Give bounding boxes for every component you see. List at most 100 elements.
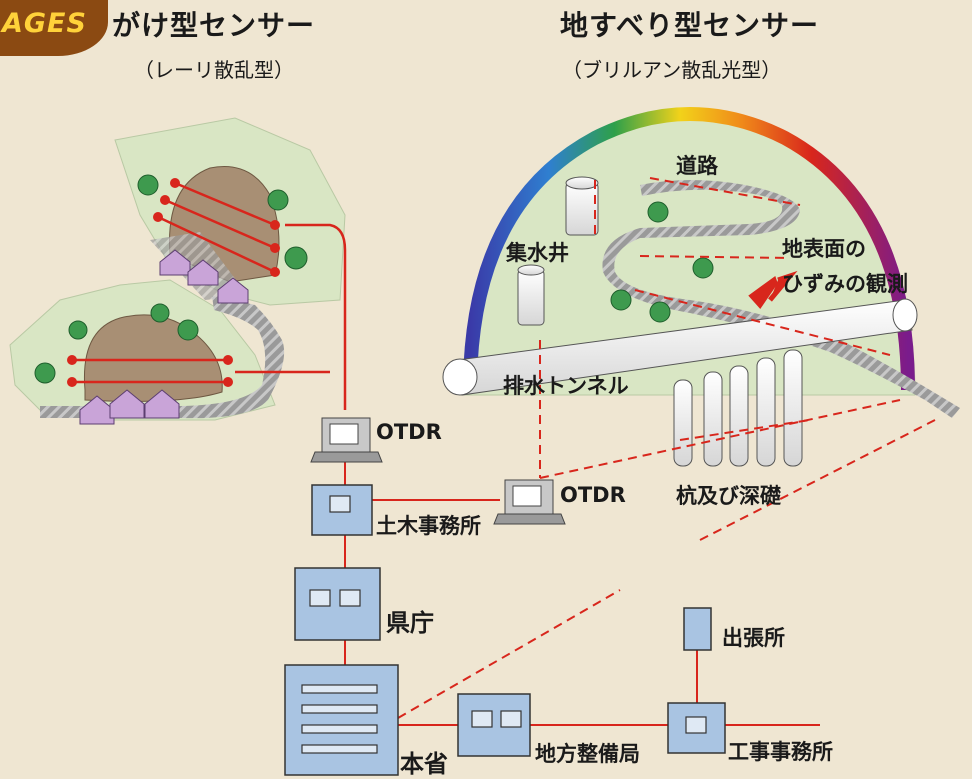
spectrum-arc: [463, 107, 915, 391]
office-windows: [301, 495, 707, 754]
sensor-points: [67, 178, 280, 387]
well: [565, 182, 599, 236]
right-panel-title: 地すべり型センサー: [560, 9, 820, 42]
otdr-right-label: OTDR: [560, 483, 626, 507]
tree: [177, 319, 199, 341]
sensor-point: [223, 377, 233, 387]
landslide-dome: [397, 107, 960, 719]
tree: [647, 201, 669, 223]
tunnel-mouth: [442, 358, 478, 396]
fiber-dashed: [539, 399, 901, 479]
window: [301, 744, 378, 754]
well: [517, 269, 545, 326]
ground-label-line2: ひずみの観測: [782, 272, 908, 296]
left-panel-subtitle: （レーリ散乱型）: [134, 58, 294, 82]
piles-label: 杭及び深礎: [676, 484, 781, 508]
window: [329, 495, 351, 513]
tree: [610, 289, 632, 311]
ministry-box: [284, 664, 399, 776]
pile: [783, 349, 803, 467]
sensor-point: [270, 267, 280, 277]
pile: [703, 371, 723, 467]
wells: [517, 176, 599, 326]
tree: [692, 257, 714, 279]
branch-box: [683, 607, 712, 651]
logo: AGES: [0, 0, 108, 56]
window: [301, 684, 378, 694]
fiber-line: [164, 198, 276, 250]
trees-right: [610, 201, 714, 323]
tree: [150, 303, 170, 323]
pile: [673, 379, 693, 467]
pile: [729, 365, 749, 467]
well-top: [517, 264, 545, 276]
cliff-landscape: [9, 117, 347, 425]
prefecture-label: 県庁: [386, 609, 434, 637]
dome-road: [602, 180, 960, 418]
sensor-point: [270, 243, 280, 253]
fiber-line: [157, 215, 276, 274]
house: [217, 277, 249, 304]
house: [109, 389, 145, 419]
sensor-point: [270, 220, 280, 230]
office-boxes: [284, 484, 726, 776]
fiber-line: [174, 181, 276, 227]
cliff-road: [40, 296, 285, 419]
strain-arrow-icon: [748, 270, 798, 310]
sensor-point: [160, 195, 170, 205]
ministry-label: 本省: [400, 750, 448, 778]
sensor-point: [170, 178, 180, 188]
otdr-left-device: [310, 417, 383, 463]
tree: [267, 189, 289, 211]
house: [159, 249, 191, 276]
ground-label-line1: 地表面の: [782, 237, 866, 261]
civil-office-label: 土木事務所: [376, 514, 481, 538]
right-panel-subtitle: （ブリルアン散乱光型）: [562, 58, 782, 82]
sensor-point: [223, 355, 233, 365]
branch-label: 出張所: [722, 626, 785, 650]
otdr-right-device: [493, 479, 566, 525]
fiber-dashed: [679, 419, 811, 441]
tunnel-label: 排水トンネル: [503, 374, 629, 398]
window: [685, 716, 707, 734]
sensor-point: [153, 212, 163, 222]
logo-text: AGES: [2, 8, 87, 39]
window: [309, 589, 331, 607]
house: [187, 259, 219, 286]
tree: [649, 301, 671, 323]
window: [471, 710, 493, 728]
well-label: 集水井: [506, 241, 569, 265]
window: [301, 724, 378, 734]
fiber-dashed: [639, 255, 791, 259]
otdr-left-label: OTDR: [376, 420, 442, 444]
construction-box: [667, 702, 726, 754]
pref-box: [294, 567, 381, 641]
regional-label: 地方整備局: [535, 742, 640, 766]
left-panel-title: がけ型センサー: [112, 9, 316, 42]
tree: [284, 246, 308, 270]
sensor-point: [67, 355, 77, 365]
tree: [68, 320, 88, 340]
sensor-point: [67, 377, 77, 387]
fiber-dashed: [649, 177, 801, 206]
drain-tunnel: [442, 298, 918, 396]
cliff-fibers: [72, 181, 347, 410]
construction-label: 工事事務所: [728, 740, 833, 764]
window: [339, 589, 361, 607]
trees-left: [34, 174, 308, 384]
tunnel-end: [892, 298, 918, 332]
dome-fibers: [397, 177, 936, 719]
tree: [137, 174, 159, 196]
window: [500, 710, 522, 728]
fiber-dashed: [397, 589, 621, 719]
pile: [756, 357, 776, 467]
piles: [673, 349, 803, 467]
window: [301, 704, 378, 714]
road-label: 道路: [676, 154, 718, 178]
tree: [34, 362, 56, 384]
houses: [79, 249, 249, 425]
network-links: [344, 460, 820, 726]
well-top: [565, 176, 599, 190]
